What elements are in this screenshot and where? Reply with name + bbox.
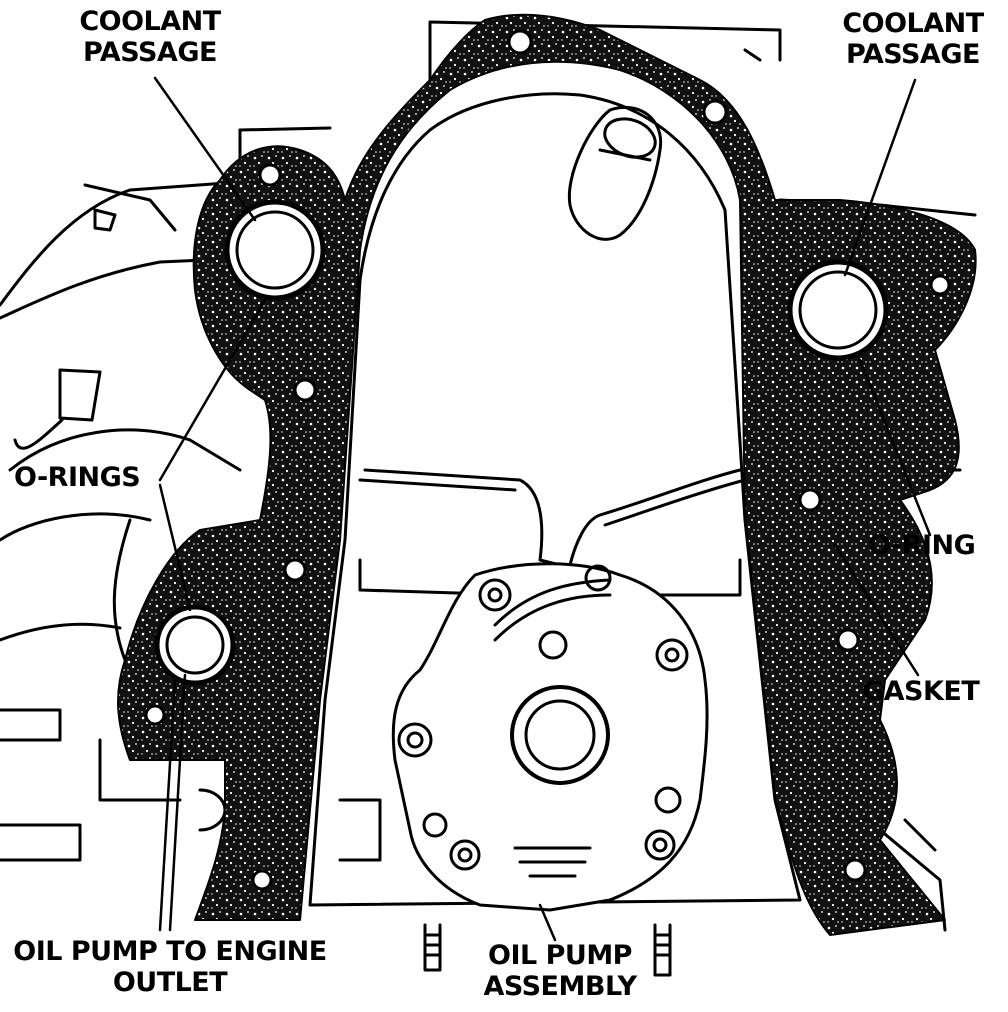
label-o-ring: O-RING bbox=[868, 530, 976, 561]
leader-lines bbox=[153, 76, 932, 942]
leader-outlet-b bbox=[158, 678, 177, 932]
gasket-bolt-holes bbox=[144, 29, 951, 891]
oil-pump-outlet-port bbox=[154, 604, 236, 686]
label-coolant-passage-left: COOLANT PASSAGE bbox=[79, 6, 221, 68]
label-oil-pump-outlet: OIL PUMP TO ENGINE OUTLET bbox=[13, 936, 327, 998]
leader-o-ring bbox=[858, 358, 932, 537]
oil-pump-assembly bbox=[391, 562, 709, 912]
label-coolant-passage-right: COOLANT PASSAGE bbox=[842, 8, 984, 70]
leader-coolant-right bbox=[843, 78, 917, 277]
leader-o-rings-a bbox=[158, 298, 267, 482]
leader-outlet-a bbox=[168, 673, 187, 932]
label-oil-pump-assembly: OIL PUMP ASSEMBLY bbox=[483, 940, 637, 1002]
leader-gasket bbox=[833, 543, 920, 677]
mounting-studs bbox=[338, 798, 672, 977]
label-gasket: GASKET bbox=[862, 676, 980, 707]
engine-block-left bbox=[0, 126, 332, 862]
leader-oil-pump bbox=[538, 903, 557, 942]
coolant-passage-right bbox=[787, 259, 889, 361]
timing-cover bbox=[358, 105, 747, 597]
coolant-passage-left bbox=[224, 199, 326, 301]
label-o-rings: O-RINGS bbox=[14, 462, 141, 493]
leader-coolant-left bbox=[153, 76, 257, 222]
leader-o-rings-b bbox=[158, 483, 192, 612]
